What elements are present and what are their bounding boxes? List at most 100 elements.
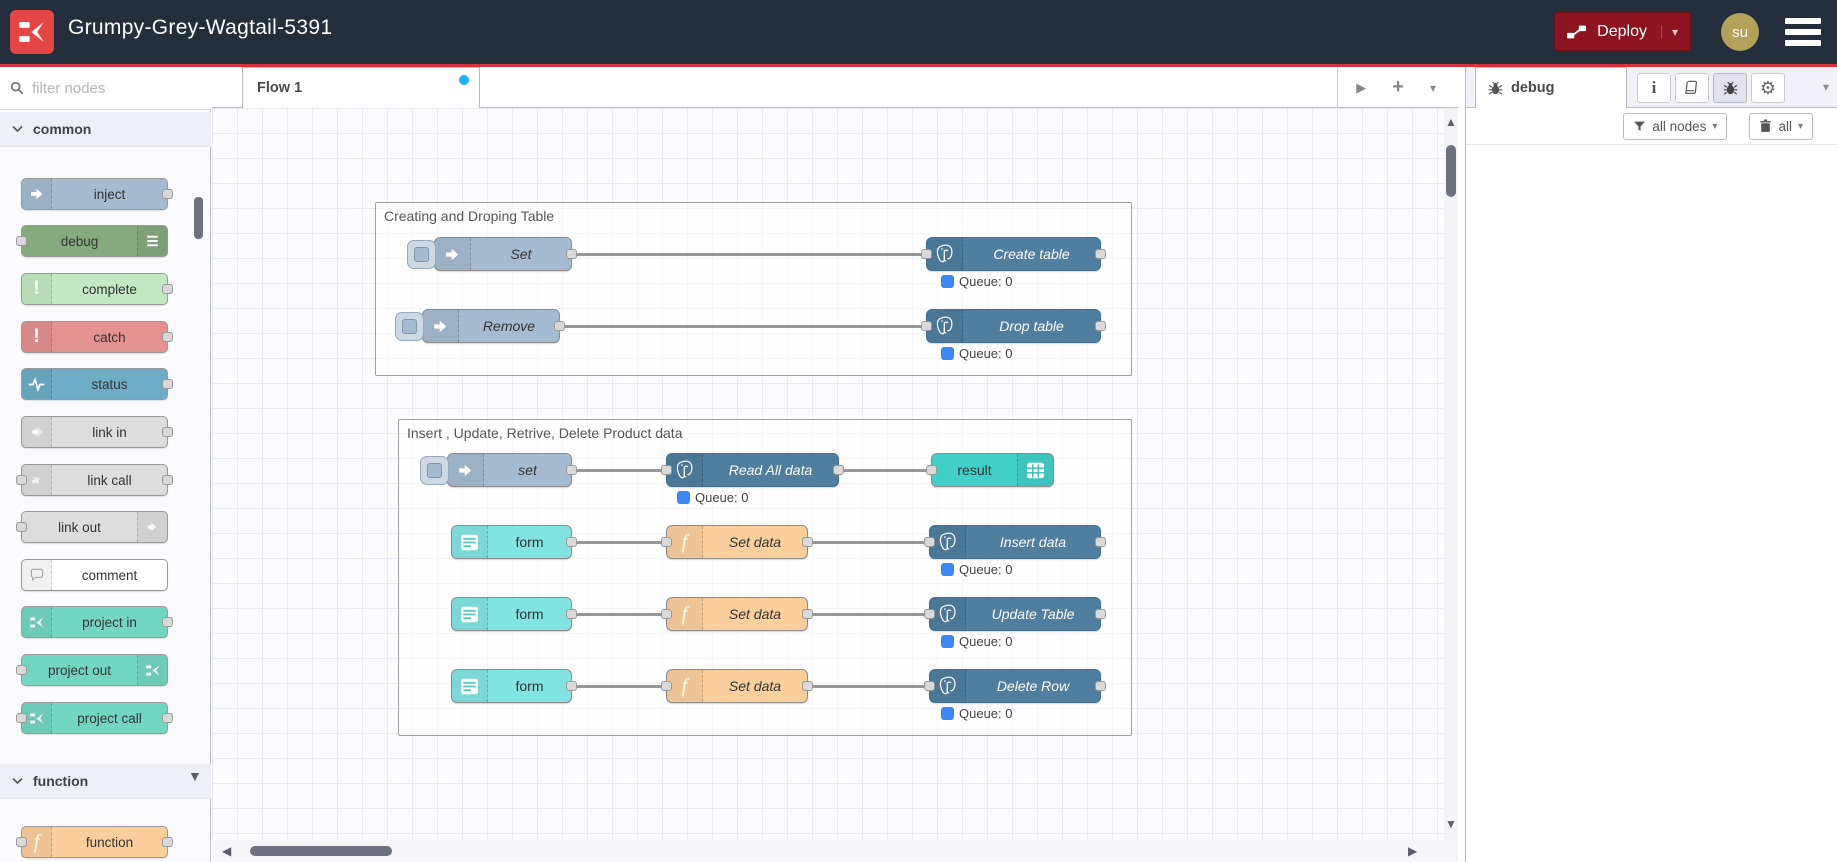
- palette-node-status[interactable]: status: [21, 368, 173, 400]
- node-postgresql-delete-row[interactable]: Delete Row: [924, 669, 1106, 703]
- scroll-right-icon[interactable]: ▶: [1408, 844, 1418, 858]
- tab-debug[interactable]: debug: [1475, 67, 1627, 108]
- port-in[interactable]: [924, 609, 935, 619]
- scroll-left-icon[interactable]: ◀: [222, 844, 232, 858]
- node-table-result[interactable]: result: [926, 453, 1054, 487]
- wire[interactable]: [808, 613, 929, 616]
- palette-scroll-down-icon[interactable]: ▼: [188, 768, 202, 784]
- port-in[interactable]: [661, 681, 672, 691]
- port-out[interactable]: [566, 465, 577, 475]
- node-postgresql-update-table[interactable]: Update Table: [924, 597, 1106, 631]
- palette-filter-input[interactable]: [32, 79, 192, 97]
- group-creating-dropping-table[interactable]: Creating and Droping Table: [375, 202, 1132, 376]
- port-out[interactable]: [1095, 681, 1106, 691]
- palette-scrollbar[interactable]: [194, 197, 203, 239]
- palette-node-link-in[interactable]: link in: [21, 416, 173, 448]
- port-out[interactable]: [1095, 609, 1106, 619]
- sidebar-menu-caret-icon[interactable]: ▾: [1822, 80, 1829, 94]
- wire[interactable]: [572, 685, 666, 688]
- node-function-set-data[interactable]: f Set data: [661, 669, 813, 703]
- node-form[interactable]: form: [451, 525, 577, 559]
- canvas-horizontal-scrollbar[interactable]: ◀ ▶: [212, 840, 1458, 862]
- node-postgresql-create-table[interactable]: Create table: [921, 237, 1106, 271]
- palette-node-project-out[interactable]: project out: [16, 654, 168, 686]
- palette-node-debug[interactable]: debug: [16, 225, 168, 257]
- help-tab-button[interactable]: [1675, 73, 1709, 103]
- port-out[interactable]: [802, 609, 813, 619]
- port-out[interactable]: [802, 537, 813, 547]
- port-in[interactable]: [16, 475, 27, 485]
- palette-node-link-out[interactable]: link out: [16, 511, 168, 543]
- wire[interactable]: [560, 325, 926, 328]
- palette-node-catch[interactable]: ! catch: [21, 321, 173, 353]
- port-out[interactable]: [802, 681, 813, 691]
- palette-node-link-call[interactable]: link call: [16, 464, 173, 496]
- palette-node-project-call[interactable]: project call: [16, 702, 173, 734]
- port-in[interactable]: [16, 837, 27, 847]
- vscroll-thumb[interactable]: [1446, 145, 1456, 197]
- node-postgresql-drop-table[interactable]: Drop table: [921, 309, 1106, 343]
- wire[interactable]: [572, 253, 926, 256]
- palette-node-inject[interactable]: inject: [21, 178, 173, 210]
- wire[interactable]: [839, 469, 931, 472]
- wire[interactable]: [572, 613, 666, 616]
- palette-category-common[interactable]: common: [0, 112, 211, 147]
- node-inject-set[interactable]: Set: [407, 237, 577, 271]
- palette-node-comment[interactable]: comment: [21, 559, 168, 591]
- info-tab-button[interactable]: i: [1637, 73, 1671, 103]
- debug-clear-button[interactable]: all ▾: [1749, 112, 1813, 140]
- port-out[interactable]: [162, 475, 173, 485]
- port-out[interactable]: [566, 681, 577, 691]
- port-in[interactable]: [921, 249, 932, 259]
- port-in[interactable]: [16, 713, 27, 723]
- inject-button[interactable]: [420, 456, 449, 485]
- canvas-vertical-scrollbar[interactable]: ▲ ▼: [1444, 108, 1458, 840]
- tab-flow-1[interactable]: Flow 1: [242, 67, 480, 108]
- wire[interactable]: [808, 685, 929, 688]
- port-in[interactable]: [16, 236, 27, 246]
- node-postgresql-insert-data[interactable]: Insert data: [924, 525, 1106, 559]
- scroll-up-icon[interactable]: ▲: [1445, 115, 1457, 129]
- flow-canvas[interactable]: Creating and Droping Table Insert , Upda…: [212, 108, 1444, 840]
- palette-node-project-in[interactable]: project in: [21, 606, 173, 638]
- deploy-button[interactable]: Deploy ▾: [1554, 12, 1691, 51]
- port-out[interactable]: [162, 284, 173, 294]
- port-out[interactable]: [566, 609, 577, 619]
- deploy-caret-icon[interactable]: ▾: [1660, 24, 1678, 39]
- wire[interactable]: [808, 541, 929, 544]
- port-out[interactable]: [554, 321, 565, 331]
- port-out[interactable]: [1095, 537, 1106, 547]
- wire[interactable]: [572, 469, 666, 472]
- user-avatar[interactable]: su: [1721, 13, 1759, 51]
- inject-button[interactable]: [395, 312, 424, 341]
- port-out[interactable]: [162, 837, 173, 847]
- node-inject-remove[interactable]: Remove: [395, 309, 565, 343]
- debug-tab-button[interactable]: [1713, 73, 1747, 103]
- scroll-down-icon[interactable]: ▼: [1445, 817, 1457, 831]
- port-in[interactable]: [16, 665, 27, 675]
- port-out[interactable]: [162, 713, 173, 723]
- port-out[interactable]: [566, 537, 577, 547]
- port-in[interactable]: [924, 681, 935, 691]
- node-form[interactable]: form: [451, 669, 577, 703]
- port-in[interactable]: [661, 537, 672, 547]
- port-out[interactable]: [162, 379, 173, 389]
- port-in[interactable]: [16, 522, 27, 532]
- port-out[interactable]: [162, 617, 173, 627]
- config-tab-button[interactable]: ⚙: [1751, 73, 1785, 103]
- port-in[interactable]: [926, 465, 937, 475]
- palette-category-function[interactable]: function: [0, 764, 211, 799]
- node-function-set-data[interactable]: f Set data: [661, 525, 813, 559]
- debug-filter-button[interactable]: all nodes ▾: [1623, 112, 1728, 140]
- palette-node-function[interactable]: f function: [16, 826, 173, 858]
- node-postgresql-read-all-data[interactable]: Read All data: [661, 453, 844, 487]
- port-in[interactable]: [661, 609, 672, 619]
- palette-node-complete[interactable]: ! complete: [21, 273, 173, 305]
- hscroll-thumb[interactable]: [250, 846, 392, 856]
- port-in[interactable]: [661, 465, 672, 475]
- node-inject-set2[interactable]: set: [420, 453, 577, 487]
- node-form[interactable]: form: [451, 597, 577, 631]
- port-in[interactable]: [924, 537, 935, 547]
- add-flow-icon[interactable]: +: [1392, 76, 1404, 98]
- node-function-set-data[interactable]: f Set data: [661, 597, 813, 631]
